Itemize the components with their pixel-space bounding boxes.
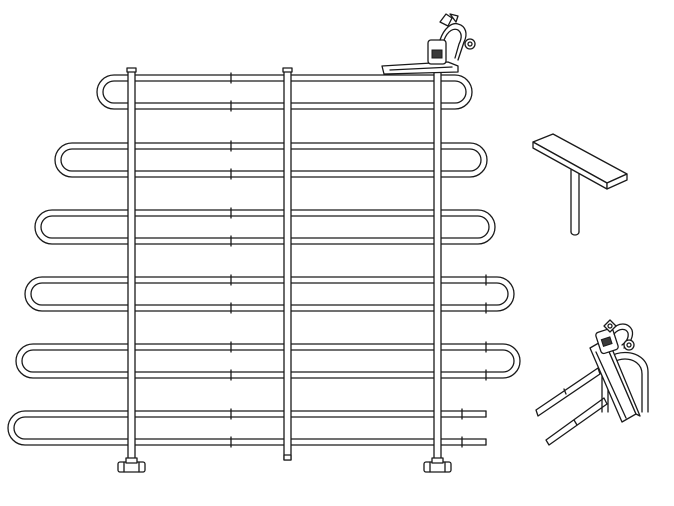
- post-left: [126, 67, 137, 463]
- vertical-posts: [126, 67, 443, 463]
- foot-right: [423, 457, 452, 473]
- tube-loop-5: [15, 343, 521, 379]
- rack-feet: [117, 457, 452, 473]
- tube-loop-2: [54, 142, 488, 178]
- plate-on-stem-part: [532, 133, 628, 236]
- tube-loop-3: [34, 209, 496, 245]
- tube-loop-1: [96, 74, 473, 110]
- post-middle: [282, 67, 293, 461]
- tube-loops: [7, 74, 521, 446]
- clamp-bracket-detail: [535, 319, 649, 446]
- top-clamp: [381, 13, 476, 75]
- post-right: [432, 67, 443, 463]
- tube-loop-6: [7, 410, 487, 446]
- tube-loop-4: [24, 276, 515, 312]
- foot-left: [117, 457, 146, 473]
- tube-sleeves: [230, 72, 487, 448]
